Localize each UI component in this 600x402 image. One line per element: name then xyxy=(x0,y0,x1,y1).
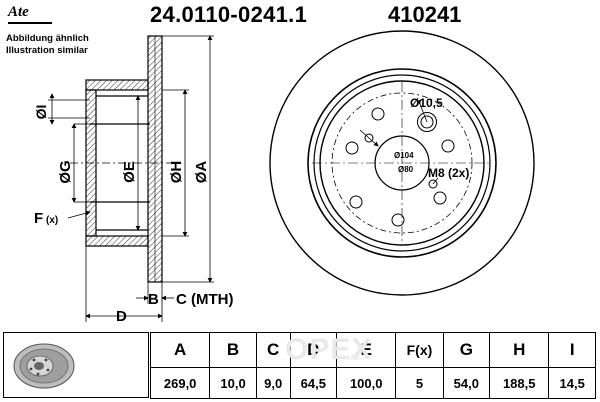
specs-header: H xyxy=(489,332,550,368)
friction-ring-inner xyxy=(307,68,497,258)
label-pcd-2: Ø80 xyxy=(398,165,414,174)
specs-header-row: A B C D E F(x) G H I xyxy=(149,332,596,368)
threaded-holes xyxy=(364,133,438,189)
label-pcd-1: Ø104 xyxy=(394,151,414,160)
specs-header: D xyxy=(289,332,338,368)
specs-header: G xyxy=(442,332,491,368)
hat-wall-top xyxy=(85,79,149,91)
hat-wall-bottom xyxy=(85,235,149,247)
technical-drawing: ØA ØH ØE ØG ØI F (x) B C (MTH) D xyxy=(33,30,535,325)
specs-value: 269,0 xyxy=(149,367,211,399)
label-dia-a: ØA xyxy=(193,161,210,184)
specs-value: 9,0 xyxy=(255,367,291,399)
label-thread: M8 (2x) xyxy=(428,166,469,180)
bolt-holes xyxy=(345,107,455,227)
specs-value: 14,5 xyxy=(548,367,596,399)
specs-value: 5 xyxy=(395,367,444,399)
specs-value: 100,0 xyxy=(336,367,397,399)
article-code: 410241 xyxy=(388,2,462,27)
label-c: C (MTH) xyxy=(176,291,233,308)
label-f-sub: (x) xyxy=(46,215,58,226)
specs-value-row: 269,0 10,0 9,0 64,5 100,0 5 54,0 188,5 1… xyxy=(149,367,596,399)
label-b: B xyxy=(148,291,159,308)
watermark-sub: .ru xyxy=(348,352,360,363)
specs-header: E xyxy=(336,332,397,368)
part-number: 24.0110-0241.1 xyxy=(150,2,308,27)
specs-header: A xyxy=(149,332,211,368)
side-view xyxy=(70,35,175,283)
specs-header: F(x) xyxy=(395,332,444,368)
specs-header: I xyxy=(548,332,596,368)
label-d: D xyxy=(116,308,127,325)
note-german: Abbildung ähnlich xyxy=(6,33,89,44)
label-dia-g: ØG xyxy=(57,160,74,183)
specs-value: 54,0 xyxy=(442,367,491,399)
note-english: Illustration similar xyxy=(6,45,88,56)
label-hole-dia: Ø10,5 xyxy=(410,96,443,110)
specs-table: A B C D E F(x) G H I 269,0 10,0 9,0 64,5… xyxy=(149,332,596,399)
specs-value: 64,5 xyxy=(289,367,338,399)
rotor-thumbnail-icon xyxy=(13,343,75,389)
label-f: F xyxy=(34,210,43,227)
rotor-thumbnail-frame xyxy=(3,332,149,398)
label-dia-i: ØI xyxy=(33,105,49,120)
header-bar: Ate 24.0110-0241.1 410241 xyxy=(0,0,600,32)
label-dia-h: ØH xyxy=(168,161,185,184)
rotor-outer-edge xyxy=(269,30,535,296)
front-view xyxy=(269,30,535,296)
brand-logo-underline xyxy=(8,22,52,24)
brand-logo: Ate xyxy=(8,4,29,20)
specs-header: C xyxy=(255,332,291,368)
side-dimensions xyxy=(48,35,214,322)
specs-header: B xyxy=(209,332,257,368)
specs-value: 10,0 xyxy=(209,367,257,399)
specs-value: 188,5 xyxy=(489,367,550,399)
label-dia-e: ØE xyxy=(121,161,138,183)
